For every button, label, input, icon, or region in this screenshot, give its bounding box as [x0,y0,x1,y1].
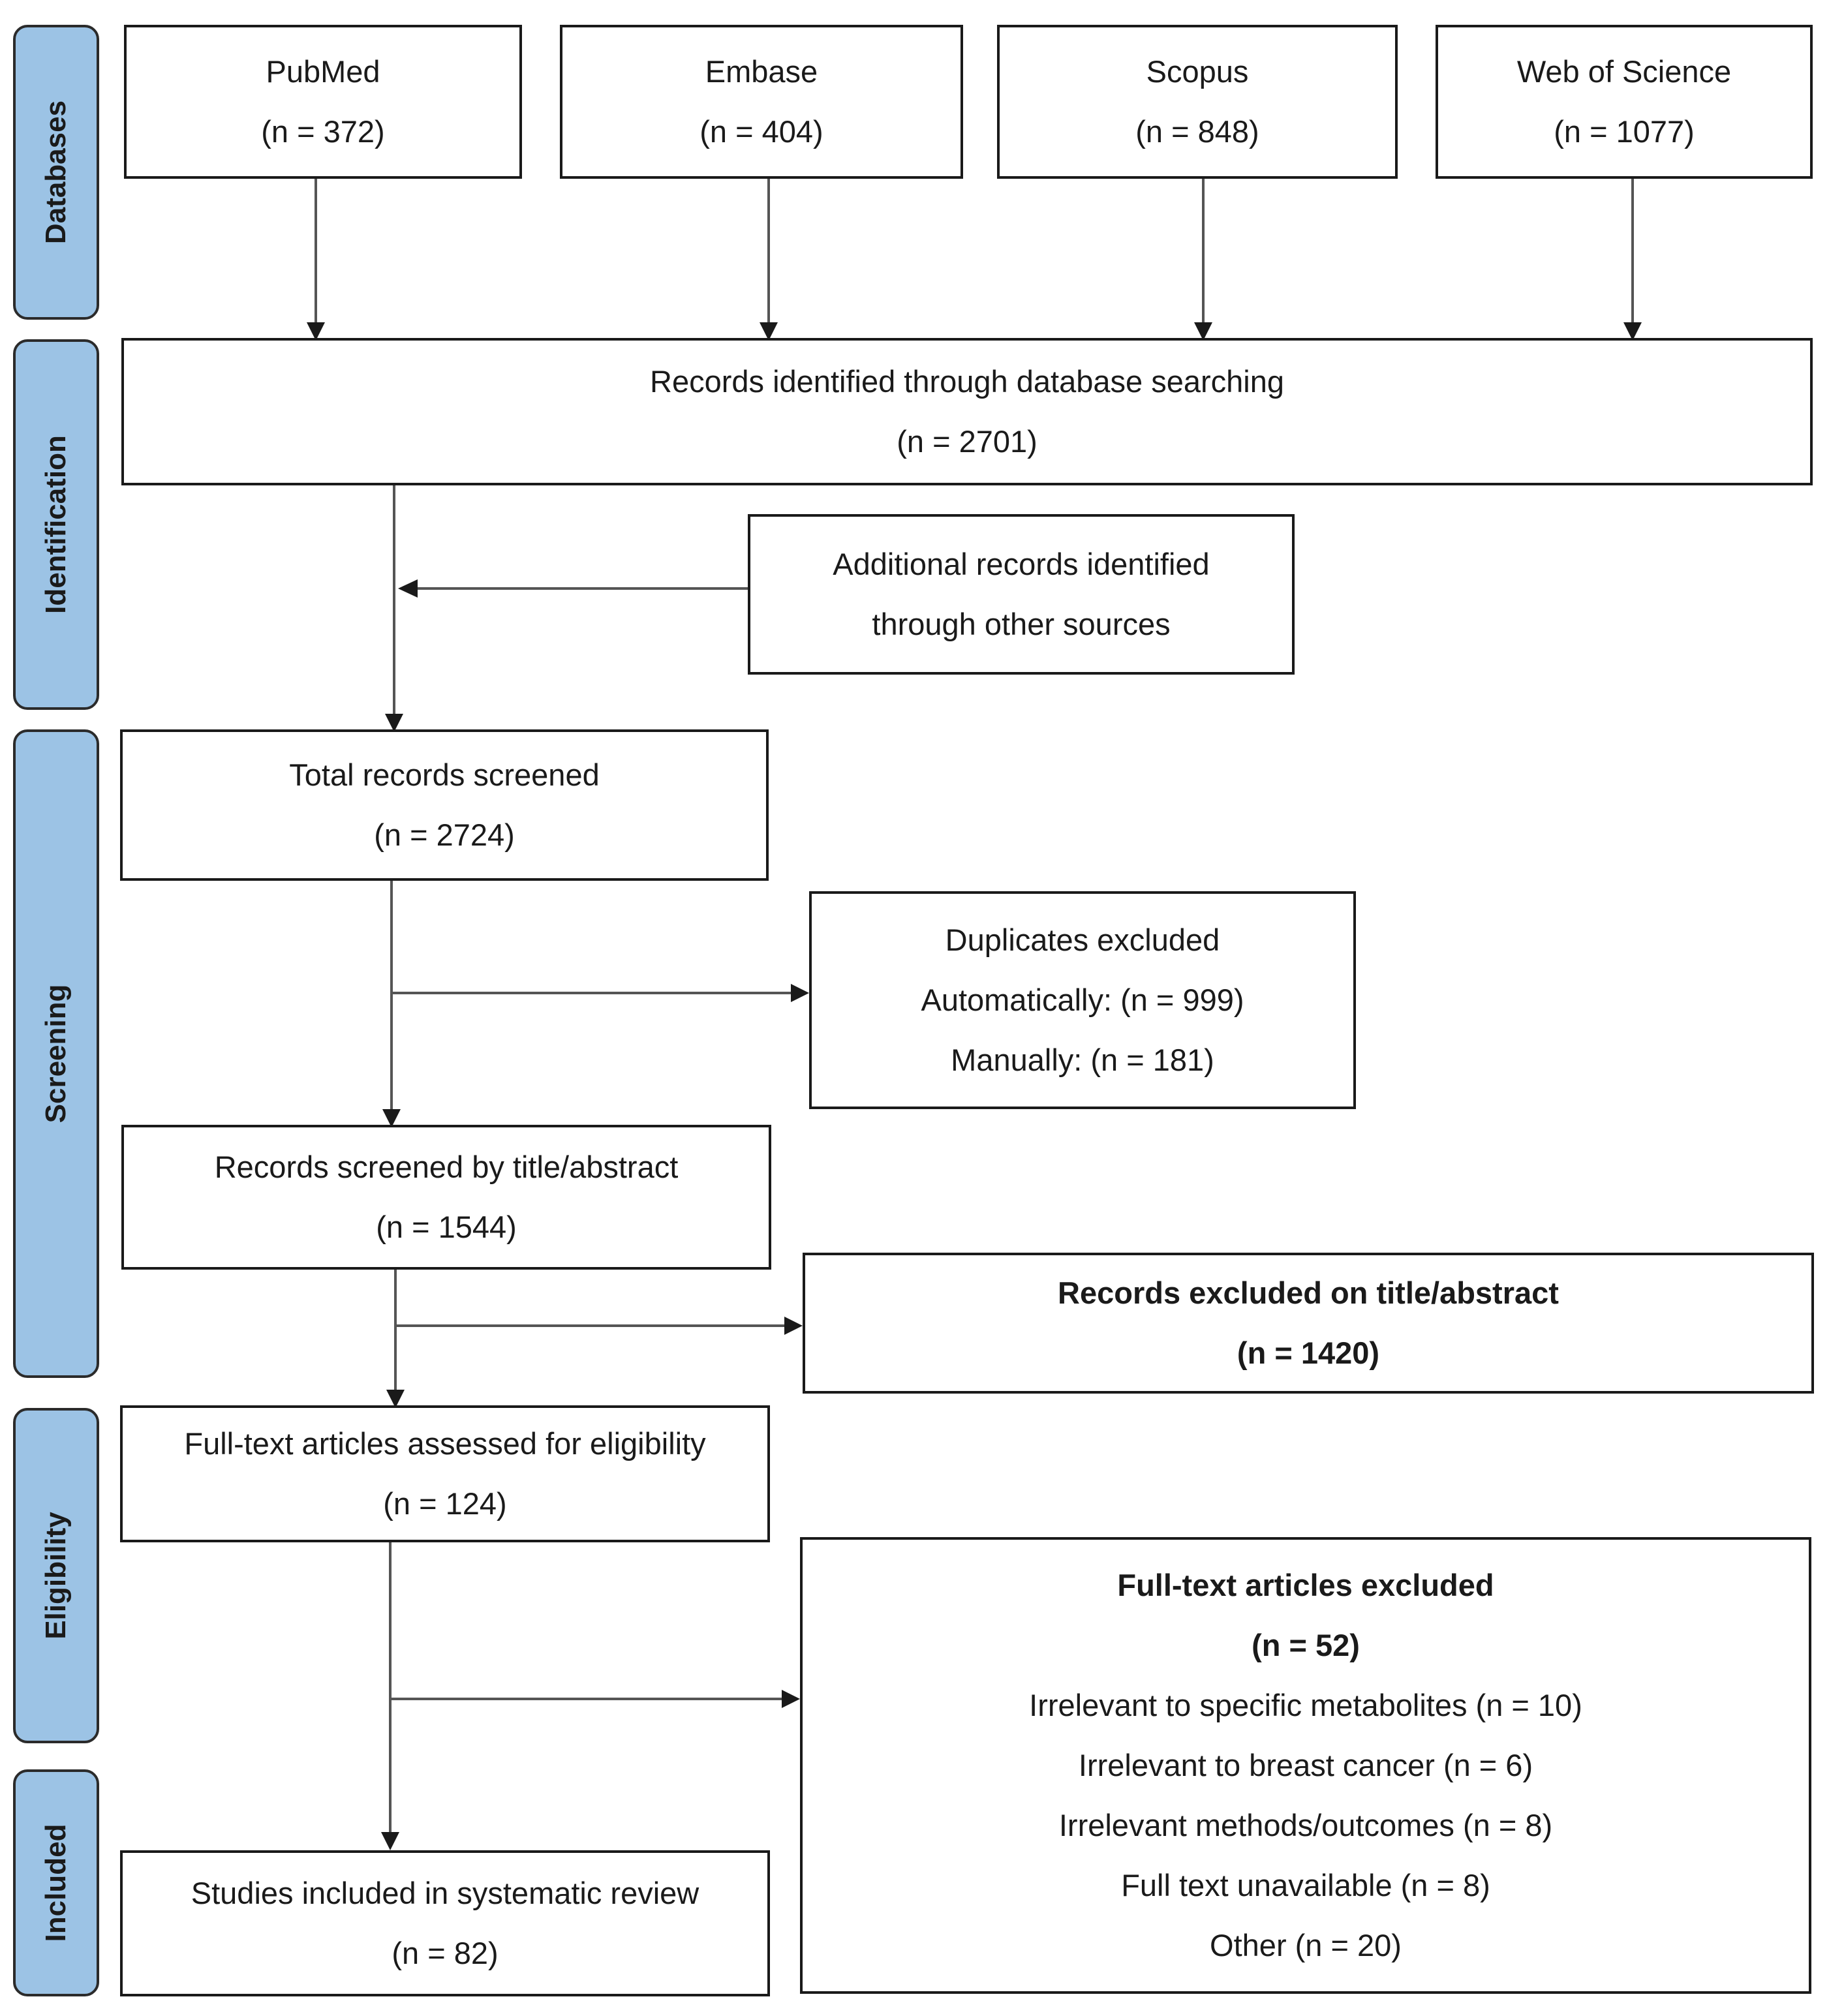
records-identified-count: (n = 2701) [897,424,1037,459]
database-box-scopus: Scopus (n = 848) [997,25,1398,179]
stage-eligibility: Eligibility [13,1408,99,1743]
database-name: PubMed [266,54,380,89]
stage-eligibility-label: Eligibility [40,1512,72,1640]
total-screened-label: Total records screened [289,757,600,792]
exclusion-reason: Irrelevant to breast cancer (n = 6) [1078,1748,1533,1782]
records-identified-box: Records identified through database sear… [121,338,1813,485]
database-box-web-of-science: Web of Science (n = 1077) [1436,25,1813,179]
stage-screening: Screening [13,729,99,1378]
stage-databases: Databases [13,25,99,320]
fulltext-excluded-label: Full-text articles excluded [1117,1568,1494,1602]
arrowhead [398,579,418,598]
database-name: Embase [705,54,818,89]
duplicates-excluded-box: Duplicates excluded Automatically: (n = … [809,891,1356,1109]
stage-included-label: Included [40,1824,72,1942]
duplicates-manual: Manually: (n = 181) [951,1043,1214,1077]
total-records-screened-box: Total records screened (n = 2724) [120,729,769,881]
duplicates-label: Duplicates excluded [945,923,1220,957]
arrowhead [381,1832,399,1850]
excluded-title-abstract-count: (n = 1420) [1237,1336,1380,1370]
database-name: Scopus [1146,54,1249,89]
title-abstract-screened-box: Records screened by title/abstract (n = … [121,1125,771,1270]
total-screened-count: (n = 2724) [374,817,515,852]
title-abstract-count: (n = 1544) [376,1210,517,1244]
arrowhead [784,1317,803,1335]
arrowhead [782,1690,800,1708]
excluded-title-abstract-label: Records excluded on title/abstract [1058,1275,1559,1310]
stage-included: Included [13,1769,99,1996]
database-box-pubmed: PubMed (n = 372) [124,25,522,179]
fulltext-assessed-box: Full-text articles assessed for eligibil… [120,1405,770,1542]
studies-included-count: (n = 82) [392,1936,499,1970]
arrowhead [791,984,809,1002]
excluded-title-abstract-box: Records excluded on title/abstract (n = … [803,1253,1814,1394]
stage-screening-label: Screening [40,984,72,1123]
additional-records-line2: through other sources [872,607,1171,641]
fulltext-excluded-count: (n = 52) [1252,1628,1360,1662]
additional-records-box: Additional records identified through ot… [748,514,1295,675]
exclusion-reason: Irrelevant methods/outcomes (n = 8) [1058,1808,1553,1842]
title-abstract-label: Records screened by title/abstract [214,1150,679,1184]
stage-identification: Identification [13,339,99,710]
database-count: (n = 372) [261,114,385,149]
stage-identification-label: Identification [40,435,72,614]
duplicates-automatic: Automatically: (n = 999) [921,983,1244,1017]
fulltext-excluded-box: Full-text articles excluded (n = 52) Irr… [800,1537,1811,1994]
studies-included-label: Studies included in systematic review [191,1876,699,1910]
exclusion-reason: Full text unavailable (n = 8) [1121,1868,1490,1902]
fulltext-assessed-label: Full-text articles assessed for eligibil… [184,1426,706,1461]
stage-databases-label: Databases [40,100,72,245]
exclusion-reason: Other (n = 20) [1210,1928,1402,1963]
studies-included-box: Studies included in systematic review (n… [120,1850,770,1996]
database-count: (n = 404) [699,114,823,149]
database-box-embase: Embase (n = 404) [560,25,963,179]
records-identified-label: Records identified through database sear… [650,364,1284,399]
additional-records-line1: Additional records identified [833,547,1210,581]
database-name: Web of Science [1516,54,1732,89]
exclusion-reason: Irrelevant to specific metabolites (n = … [1029,1688,1582,1722]
database-count: (n = 848) [1135,114,1259,149]
fulltext-assessed-count: (n = 124) [383,1486,507,1521]
database-count: (n = 1077) [1554,114,1695,149]
